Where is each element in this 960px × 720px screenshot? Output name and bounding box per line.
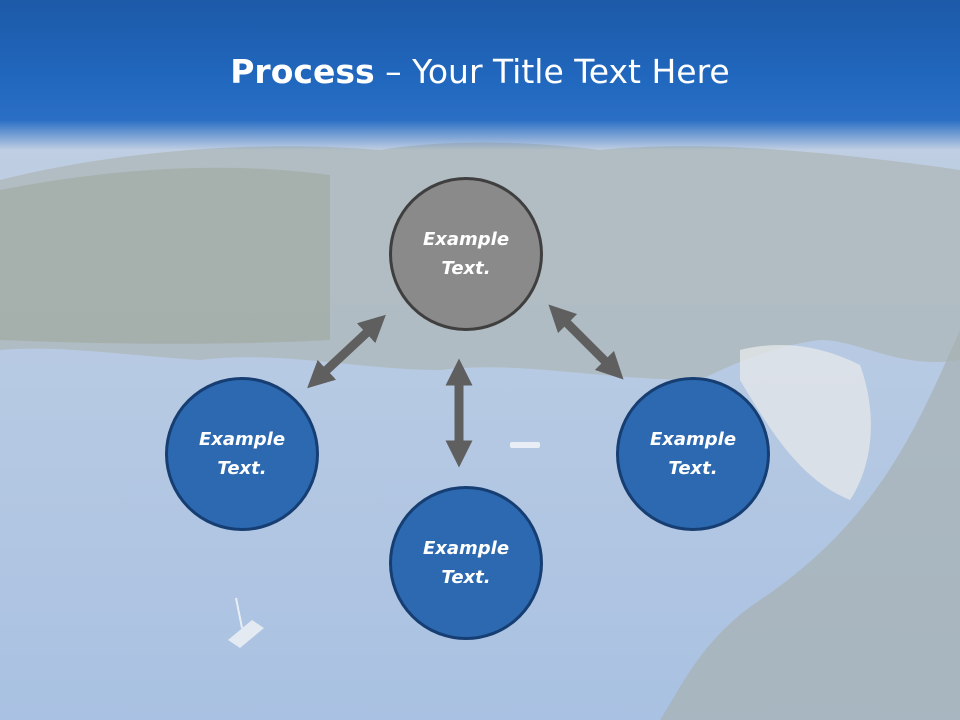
arrow-top-left (307, 314, 386, 389)
title-bold: Process (230, 52, 375, 91)
header-band (0, 0, 960, 150)
node-left: Example Text. (165, 377, 319, 531)
arrow-top-right (548, 304, 624, 380)
title-rest: – Your Title Text Here (374, 52, 730, 91)
node-bottom: Example Text. (389, 486, 543, 640)
page-title: Process – Your Title Text Here (0, 52, 960, 91)
node-top: Example Text. (389, 177, 543, 331)
node-right: Example Text. (616, 377, 770, 531)
